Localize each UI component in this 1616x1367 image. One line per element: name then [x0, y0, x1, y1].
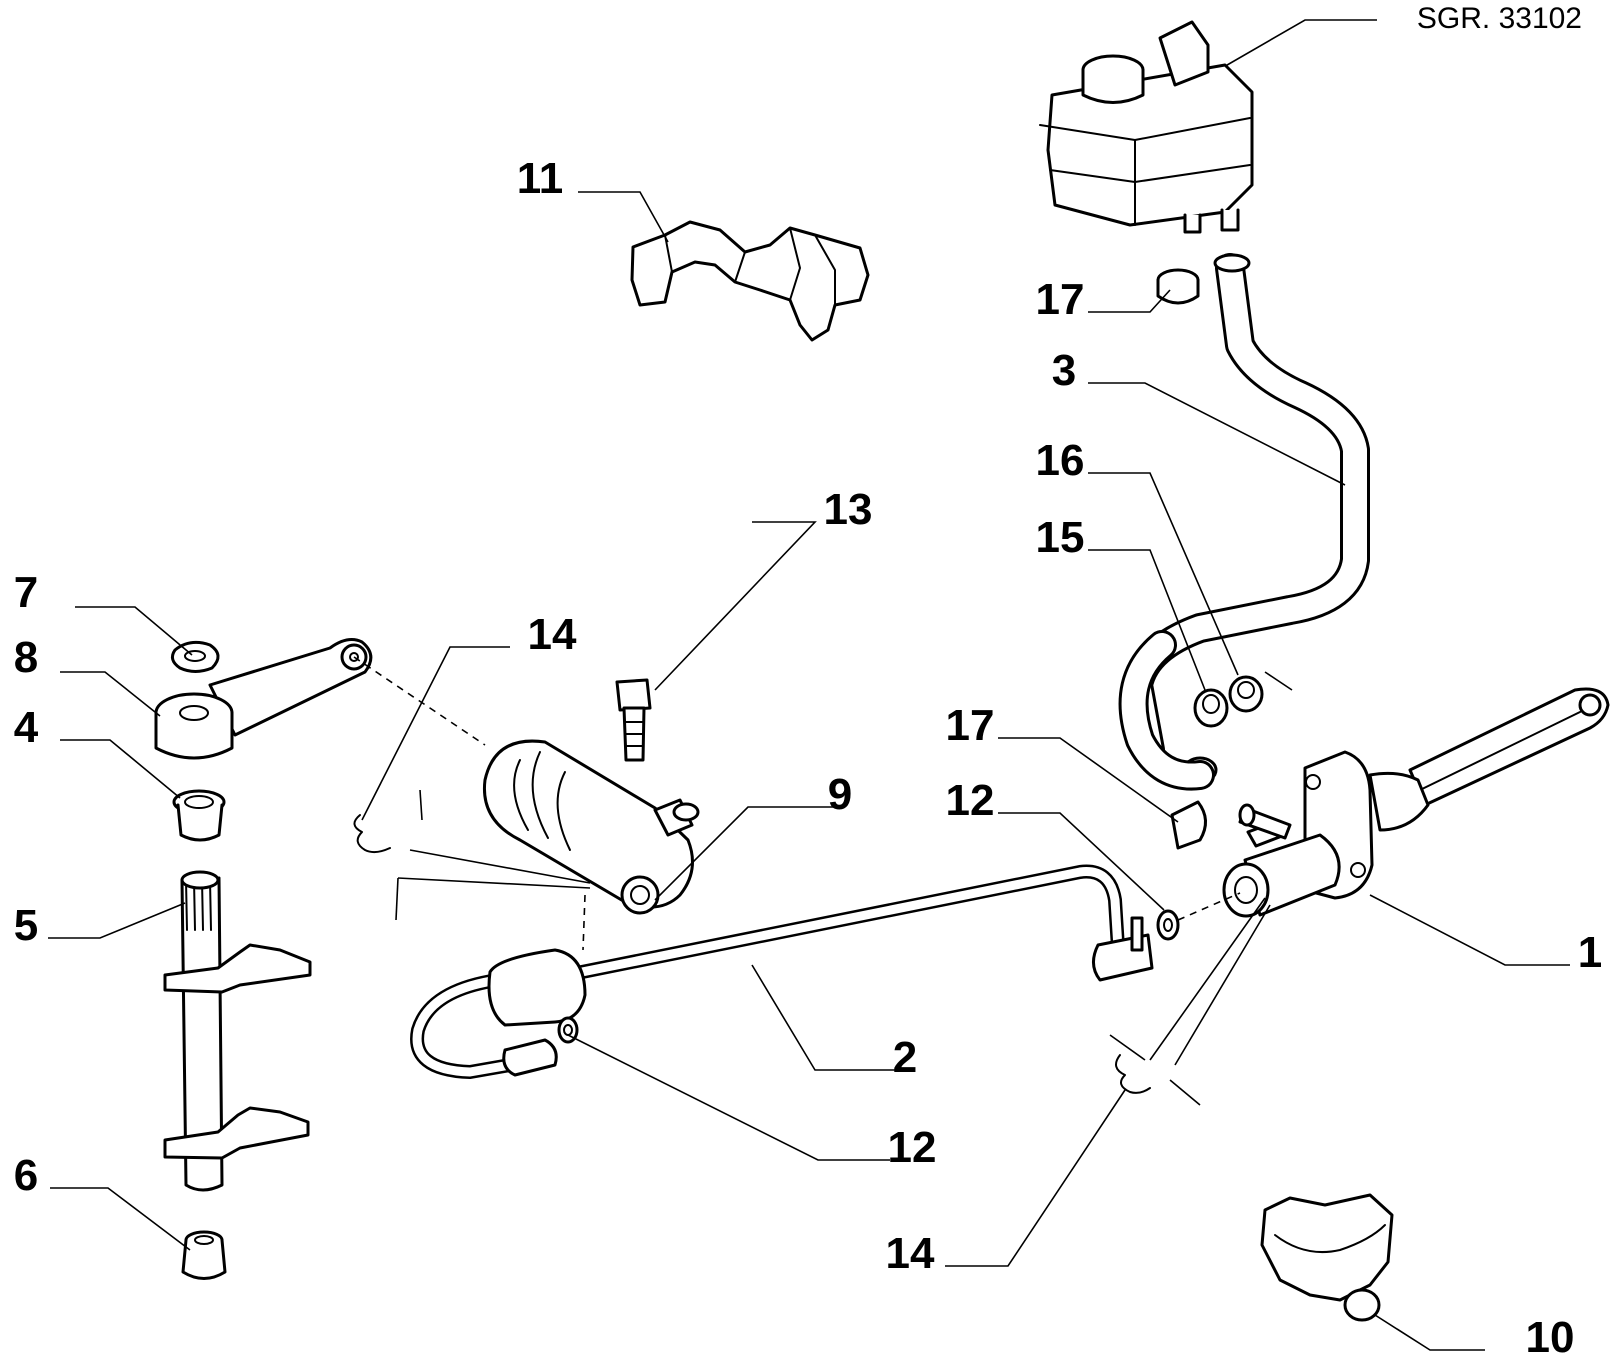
leader-3: [1088, 382, 1346, 486]
leader-14-upper-c: [397, 877, 591, 889]
axis-slave-to-pipe: [582, 894, 586, 951]
leader-12-upper: [998, 812, 1165, 911]
leader-14-lower: [945, 1089, 1126, 1267]
callout-12-upper: 12: [946, 776, 995, 825]
selector-shaft: [163, 870, 312, 1192]
callout-5: 5: [14, 901, 38, 950]
leader-6: [50, 1187, 191, 1251]
cut-mark-4: [1169, 1079, 1201, 1106]
leader-2: [751, 964, 895, 1071]
fluid-reservoir: [1039, 20, 1254, 234]
copper-washer-upper: [1156, 909, 1180, 941]
selector-lever: [208, 638, 373, 737]
callout-8: 8: [14, 633, 38, 682]
leader-14-upper-b: [409, 849, 591, 884]
leader-9: [654, 806, 845, 901]
callout-10: 10: [1526, 1313, 1575, 1362]
callout-12-lower: 12: [888, 1123, 937, 1172]
leader-10: [1374, 1314, 1485, 1351]
callout-4: 4: [14, 703, 39, 752]
mounting-bracket: [630, 220, 870, 342]
callout-9: 9: [828, 770, 852, 819]
axis-lever-to-slave: [353, 656, 486, 746]
shaft-bushing: [172, 789, 226, 842]
leader-1: [1369, 894, 1570, 966]
leader-14-lower-b: [1149, 897, 1266, 1061]
callout-7: 7: [14, 568, 38, 617]
clutch-master-cylinder: [1222, 687, 1610, 918]
leader-5: [48, 902, 186, 939]
leader-14-upper: [361, 646, 510, 821]
clutch-slave-cylinder: [482, 739, 700, 915]
cut-mark-2: [395, 877, 399, 921]
shaft-end-bush: [181, 1230, 227, 1280]
hydraulic-pipe: [410, 864, 1154, 1079]
cut-mark-5: [1264, 671, 1293, 691]
master-cylinder-screw: [1238, 803, 1292, 840]
drawing-reference: SGR. 33102: [1417, 2, 1582, 35]
callout-2: 2: [893, 1033, 917, 1082]
callout-6: 6: [14, 1151, 38, 1200]
slave-cylinder-bolt: [615, 678, 652, 762]
return-hose: [1118, 630, 1215, 791]
hose-clamp-upper: [1156, 268, 1200, 305]
hose-clip-lower: [1170, 800, 1207, 850]
leader-11: [578, 191, 669, 243]
leader-8: [60, 671, 161, 717]
seal-ring-16: [1228, 675, 1264, 713]
callout-15: 15: [1036, 513, 1085, 562]
circlip: [170, 640, 220, 673]
leader-4: [60, 739, 181, 799]
leader-reference: [1214, 19, 1377, 73]
leader-14-lower-c: [1174, 904, 1271, 1066]
leader-13: [654, 521, 817, 691]
retaining-clip-lower: [1115, 1054, 1151, 1094]
callout-16: 16: [1036, 436, 1085, 485]
callout-11: 11: [517, 154, 564, 203]
leader-17-upper: [1088, 289, 1171, 313]
callout-17-upper: 17: [1036, 275, 1085, 324]
lever-hub: [154, 692, 234, 760]
leader-17-lower: [998, 737, 1179, 823]
leader-16: [1088, 472, 1239, 676]
callout-13: 13: [824, 485, 873, 534]
leader-12-lower: [567, 1034, 890, 1161]
callout-14-upper: 14: [528, 610, 577, 659]
axis-pipe-to-master: [1177, 892, 1241, 921]
callout-1: 1: [1578, 928, 1602, 977]
retaining-clip-upper: [353, 814, 391, 854]
cut-mark-3: [1109, 1034, 1146, 1061]
leader-7: [75, 606, 193, 656]
callout-3: 3: [1052, 346, 1076, 395]
pipe-clip: [1260, 1193, 1394, 1322]
seal-ring-15: [1193, 688, 1229, 728]
cut-mark-1: [419, 789, 423, 821]
leader-15: [1088, 549, 1206, 691]
callout-17-lower: 17: [946, 701, 995, 750]
callout-14-lower: 14: [886, 1229, 935, 1278]
